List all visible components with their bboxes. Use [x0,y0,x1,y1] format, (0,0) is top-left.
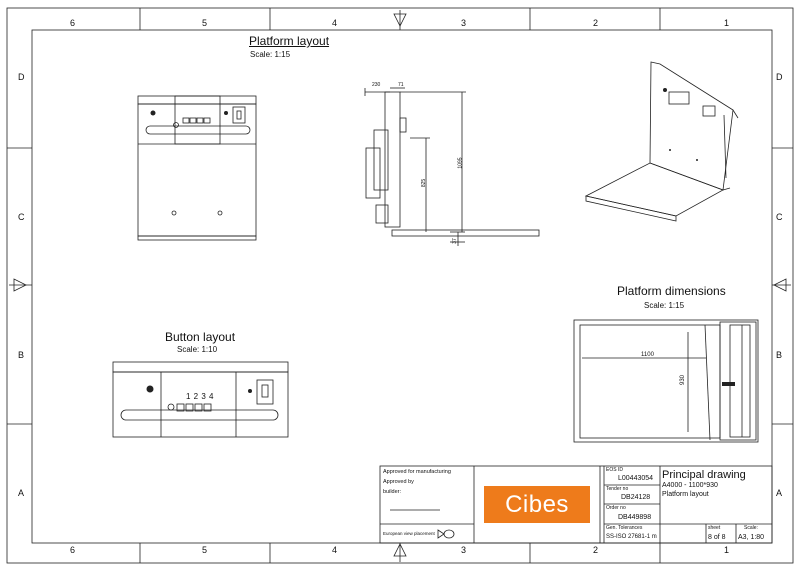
zone-label-top-4: 4 [332,18,338,28]
platform-dimensions-title: Platform dimensions [617,284,726,298]
approved-by-label: Approved by [383,479,414,485]
projection-label: European view placement [383,531,435,536]
sheet-label: sheet [708,525,721,531]
button-layout-title: Button layout [165,330,236,344]
zone-label-bottom-3: 3 [461,545,467,555]
dimension-230: 230 [372,82,381,88]
platform-dimensions-scale: Scale: 1:15 [644,301,685,310]
zone-label-right-d: D [776,72,783,82]
zone-label-bottom-5: 5 [202,545,208,555]
zone-label-bottom-1: 1 [724,545,730,555]
zone-label-left-d: D [18,72,25,82]
eos-id-value: L00443054 [618,475,654,482]
builder-label: builder: [383,489,402,495]
dimension-37: 37 [451,238,458,244]
scale-value: A3, 1:80 [738,534,765,541]
order-value: DB449898 [618,514,652,521]
zone-label-left-b: B [18,350,25,360]
cibes-logo: Cibes [484,486,590,523]
zone-label-right-a: A [776,488,783,498]
zone-label-top-5: 5 [202,18,208,28]
eos-id-label: EOS ID [606,467,623,473]
zone-label-bottom-4: 4 [332,545,338,555]
button-layout-scale: Scale: 1:10 [177,345,218,354]
zone-label-top-3: 3 [461,18,467,28]
dimension-depth: 930 [680,374,687,386]
zone-label-top-6: 6 [70,18,76,28]
zone-label-right-b: B [776,350,783,360]
tolerances-value: SS-ISO 27681-1 m [606,534,657,540]
approved-manufacturing-label: Approved for manufacturing [383,469,451,475]
dimension-width: 1100 [641,352,654,358]
zone-label-left-c: C [18,212,25,222]
tender-value: DB24128 [621,494,651,501]
logo-text: Cibes [505,490,569,518]
platform-layout-scale: Scale: 1:15 [250,50,291,59]
drawing-subtitle: Platform layout [662,491,709,498]
drawing-model: A4000 - 1100*930 [662,482,718,489]
drawing-title: Principal drawing [662,469,746,481]
zone-label-top-2: 2 [593,18,599,28]
tolerances-label: Gen. Tolerances [606,525,643,531]
platform-layout-title: Platform layout [249,34,330,48]
zone-label-bottom-2: 2 [593,545,599,555]
zone-label-bottom-6: 6 [70,545,76,555]
zone-label-right-c: C [776,212,783,222]
order-label: Order no [606,505,626,511]
scale-label: Scale: [744,525,758,531]
zone-label-top-1: 1 [724,18,730,28]
zone-label-left-a: A [18,488,25,498]
sheet-value: 8 of 8 [708,534,726,541]
dimension-1095: 1095 [457,157,464,169]
dimension-825: 825 [421,178,428,188]
dimension-71: 71 [398,82,404,88]
button-digits: 1 2 3 4 [186,392,214,401]
tender-label: Tender no [606,486,629,492]
